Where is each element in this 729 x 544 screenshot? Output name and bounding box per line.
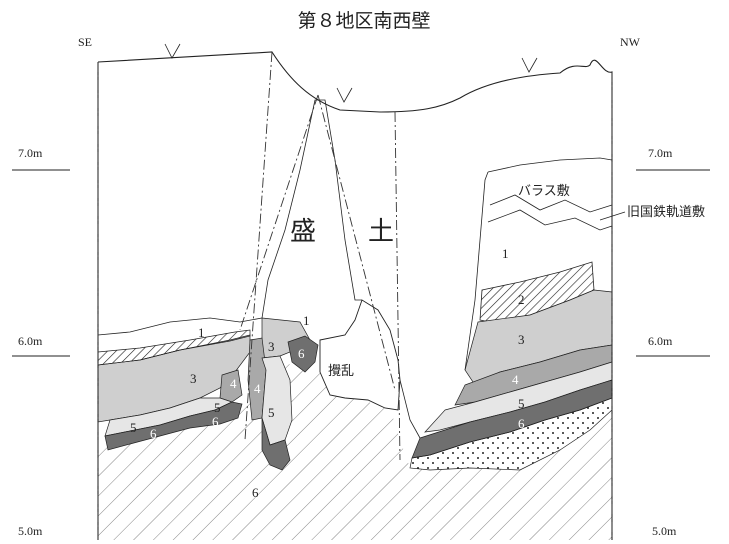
ballast-lower-line bbox=[487, 209, 613, 231]
elevation-scale-right: 7.0m 6.0m 5.0m bbox=[636, 146, 710, 538]
elevation-label-5m-right: 5.0m bbox=[652, 524, 677, 538]
elevation-label-6m-right: 6.0m bbox=[648, 334, 673, 348]
layer-number: 4 bbox=[254, 381, 261, 396]
elevation-label-7m-right: 7.0m bbox=[648, 146, 673, 160]
layer-number: 5 bbox=[130, 420, 137, 435]
layer-1-left-line bbox=[97, 317, 263, 336]
layer-number: 4 bbox=[230, 376, 237, 391]
layer-6-left bbox=[104, 401, 243, 451]
orientation-se-label: SE bbox=[78, 35, 92, 49]
pillar-layer-6-lower bbox=[261, 417, 291, 471]
layer-number-labels: 1 1 1 2 3 3 3 4 4 4 5 5 5 5 6 6 6 6 6 7 bbox=[130, 246, 525, 500]
layer-number: 3 bbox=[190, 371, 197, 386]
orientation-nw-label: NW bbox=[620, 35, 641, 49]
ballast-upper-line bbox=[487, 157, 613, 173]
layer-number: 5 bbox=[214, 400, 221, 415]
layer-number: 7 bbox=[506, 438, 513, 453]
layer-number: 6 bbox=[212, 414, 219, 429]
layer-number: 4 bbox=[512, 372, 519, 387]
layer-number: 1 bbox=[502, 246, 509, 261]
fill-label-char-1: 盛 bbox=[290, 217, 316, 247]
layer-number: 5 bbox=[518, 396, 525, 411]
old-railway-label: 旧国鉄軌道敷 bbox=[627, 204, 705, 220]
layer-4-left bbox=[219, 369, 243, 403]
surface-markers bbox=[164, 43, 538, 103]
diagram-title: 第８地区南西壁 bbox=[297, 10, 430, 32]
ballast-label: バラス敷 bbox=[518, 184, 570, 199]
fill-cut-outline bbox=[261, 99, 362, 319]
layer-number: 6 bbox=[518, 416, 525, 431]
old-railway-leader bbox=[599, 211, 626, 221]
elevation-label-5m-left: 5.0m bbox=[18, 524, 43, 538]
layer-number: 1 bbox=[303, 313, 310, 328]
boundary-dash-lines bbox=[97, 51, 613, 540]
layer-2-left bbox=[97, 329, 251, 366]
right-cut-outline bbox=[399, 171, 489, 439]
fill-label-char-2: 土 bbox=[368, 217, 394, 247]
layer-number: 5 bbox=[268, 405, 275, 420]
elevation-label-6m-left: 6.0m bbox=[18, 334, 43, 348]
elevation-scale-left: 7.0m 6.0m 5.0m bbox=[12, 146, 70, 538]
layer-number: 1 bbox=[198, 325, 205, 340]
elevation-label-7m-left: 7.0m bbox=[18, 146, 43, 160]
layer-number: 3 bbox=[268, 339, 275, 354]
pillar-layer-6-blob bbox=[287, 335, 319, 373]
disturbed-area bbox=[319, 299, 401, 411]
layer-number: 6 bbox=[298, 346, 305, 361]
layer-number: 6 bbox=[150, 426, 157, 441]
disturbed-label: 攪乱 bbox=[328, 364, 354, 379]
ballast-middle-line bbox=[489, 194, 613, 213]
layer-number: 3 bbox=[518, 332, 525, 347]
base-hatched-layer bbox=[98, 360, 612, 540]
layer-number: 6 bbox=[252, 485, 259, 500]
layer-number: 2 bbox=[518, 292, 525, 307]
